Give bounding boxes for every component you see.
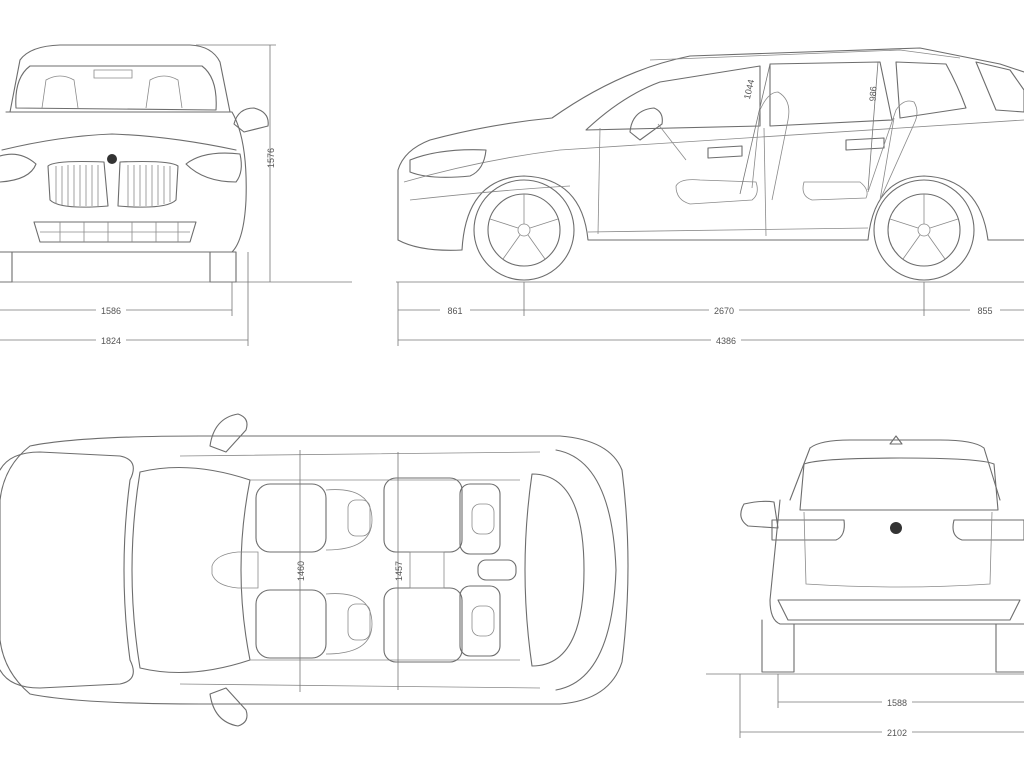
- rear-headroom-line: [867, 61, 879, 191]
- rear-dimensions: 1588 2102: [739, 674, 1024, 738]
- rear-headroom-label: 986: [867, 86, 878, 102]
- front-view: [0, 44, 352, 283]
- bmw-logo-front: [107, 154, 117, 164]
- front-interior-width-label: 1460: [296, 561, 306, 581]
- front-headroom-label: 1044: [742, 78, 756, 100]
- width-label: 1824: [101, 336, 121, 346]
- side-dimensions: 861 2670 855 4386: [397, 282, 1024, 346]
- wheelbase-label: 2670: [714, 306, 734, 316]
- rear-track-label: 1588: [887, 698, 907, 708]
- side-view: [396, 47, 1024, 283]
- height-label: 1576: [266, 148, 276, 168]
- rear-view: [706, 435, 1024, 675]
- mirror-width-label: 2102: [887, 728, 907, 738]
- side-interior-dimensions: 1044 986: [739, 61, 879, 195]
- front-headroom-line: [739, 63, 771, 195]
- rear-overhang-label: 855: [977, 306, 992, 316]
- top-interior-dimensions: 1460 1457: [296, 450, 404, 692]
- rear-interior-width-label: 1457: [394, 561, 404, 581]
- bmw-logo-rear: [890, 522, 902, 534]
- front-dimensions: 1576 1586 1824: [0, 44, 276, 346]
- front-track-label: 1586: [101, 306, 121, 316]
- front-overhang-label: 861: [447, 306, 462, 316]
- top-view: [0, 413, 629, 727]
- length-label: 4386: [716, 336, 736, 346]
